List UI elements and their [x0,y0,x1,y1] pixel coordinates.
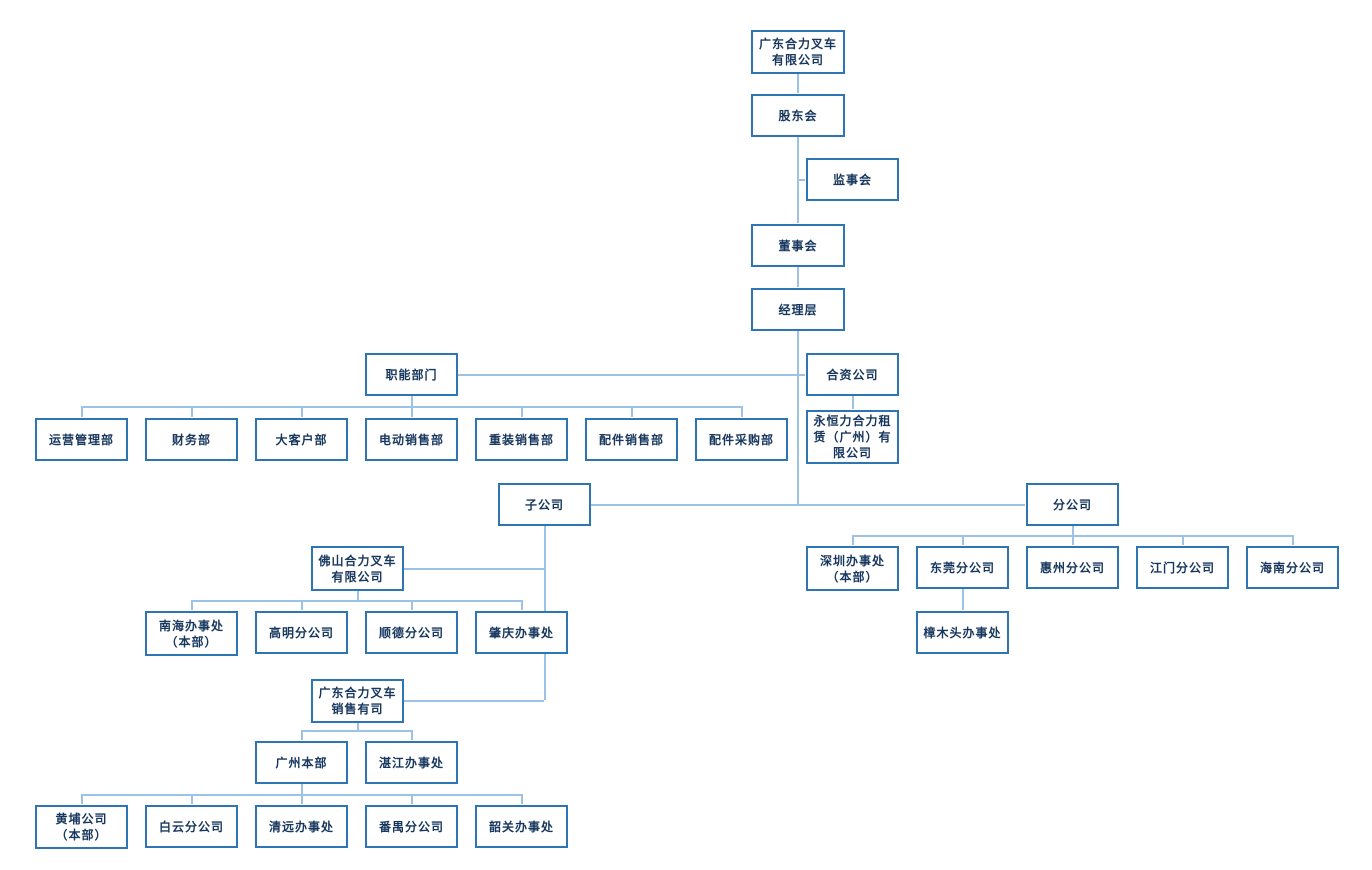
org-node-parts-sales: 配件销售部 [585,418,678,461]
connector-line [300,730,411,732]
org-node-functional-depts: 职能部门 [365,353,458,396]
connector-line [80,794,83,804]
connector-line [410,600,413,610]
org-node-dongguan-branch: 东莞分公司 [916,546,1009,589]
org-node-guangzhou-hq: 广州本部 [255,741,348,784]
org-node-jiangmen-branch: 江门分公司 [1136,546,1229,589]
org-node-electric-sales: 电动销售部 [365,418,458,461]
org-node-gdheli-group: 广东合力叉车 有限公司 [751,30,845,74]
connector-line [356,590,359,600]
org-node-joint-venture: 合资公司 [806,353,899,396]
org-node-parts-purchasing: 配件采购部 [695,418,788,461]
org-node-shunde-branch: 顺德分公司 [365,611,458,654]
connector-line [403,567,544,570]
connector-line [1291,535,1294,545]
connector-line [300,794,303,804]
connector-line [300,406,303,417]
connector-line [300,600,303,610]
connector-line [410,794,413,804]
connector-line [961,535,964,545]
org-node-panyu-branch: 番禺分公司 [365,805,458,848]
org-node-zhanjiang-office: 湛江办事处 [365,741,458,784]
connector-line [410,730,413,740]
connector-line [190,794,193,804]
org-node-subsidiaries: 子公司 [498,483,591,526]
org-node-jungheinrich: 永恒力合力租 赁（广州）有 限公司 [806,410,899,464]
org-node-heavy-sales: 重装销售部 [475,418,568,461]
org-node-branches: 分公司 [1026,483,1119,526]
connector-line [1181,535,1184,545]
connector-line [410,395,413,406]
org-node-board-directors: 董事会 [751,224,845,267]
org-node-gaoming-branch: 高明分公司 [255,611,348,654]
org-node-zhangmutou-office: 樟木头办事处 [916,611,1009,654]
connector-line [851,395,854,409]
org-node-shareholders: 股东会 [751,94,845,137]
connector-line [797,73,799,93]
connector-line [190,600,193,610]
connector-line [797,330,799,504]
connector-line [520,600,523,610]
org-node-huizhou-branch: 惠州分公司 [1026,546,1119,589]
connector-line [961,588,964,610]
connector-line [300,783,303,794]
connector-line [356,722,359,730]
connector-line [630,406,633,417]
connector-line [520,406,523,417]
org-node-baiyun-branch: 白云分公司 [145,805,238,848]
connector-line [740,406,743,417]
connector-line [300,730,303,740]
org-node-management: 经理层 [751,288,845,331]
org-node-key-account-dept: 大客户部 [255,418,348,461]
connector-line [410,406,413,417]
org-node-hainan-branch: 海南分公司 [1246,546,1339,589]
connector-line [190,406,193,417]
org-node-huangpu-co: 黄埔公司 （本部） [35,805,128,849]
connector-line [1071,535,1074,545]
org-node-foshan-heli: 佛山合力叉车 有限公司 [311,546,404,591]
connector-line [797,178,805,181]
connector-line [190,600,521,602]
org-node-supervisory-board: 监事会 [806,158,899,201]
org-node-finance-dept: 财务部 [145,418,238,461]
org-node-qingyuan-office: 清远办事处 [255,805,348,848]
connector-line [851,535,854,545]
connector-line [403,700,544,702]
connector-line [520,794,523,804]
connector-line [590,503,1025,506]
org-node-shenzhen-office: 深圳办事处 （本部） [806,546,899,591]
org-node-gd-sales-co: 广东合力叉车 销售有司 [311,679,404,723]
connector-line [457,373,805,376]
org-node-operations-dept: 运营管理部 [35,418,128,461]
connector-line [80,406,83,417]
org-node-zhaoqing-office: 肇庆办事处 [475,611,568,654]
connector-line [797,266,799,287]
connector-line [1071,525,1074,535]
org-node-nanhai-office: 南海办事处 （本部） [145,611,238,656]
org-node-shaoguan-office: 韶关办事处 [475,805,568,848]
